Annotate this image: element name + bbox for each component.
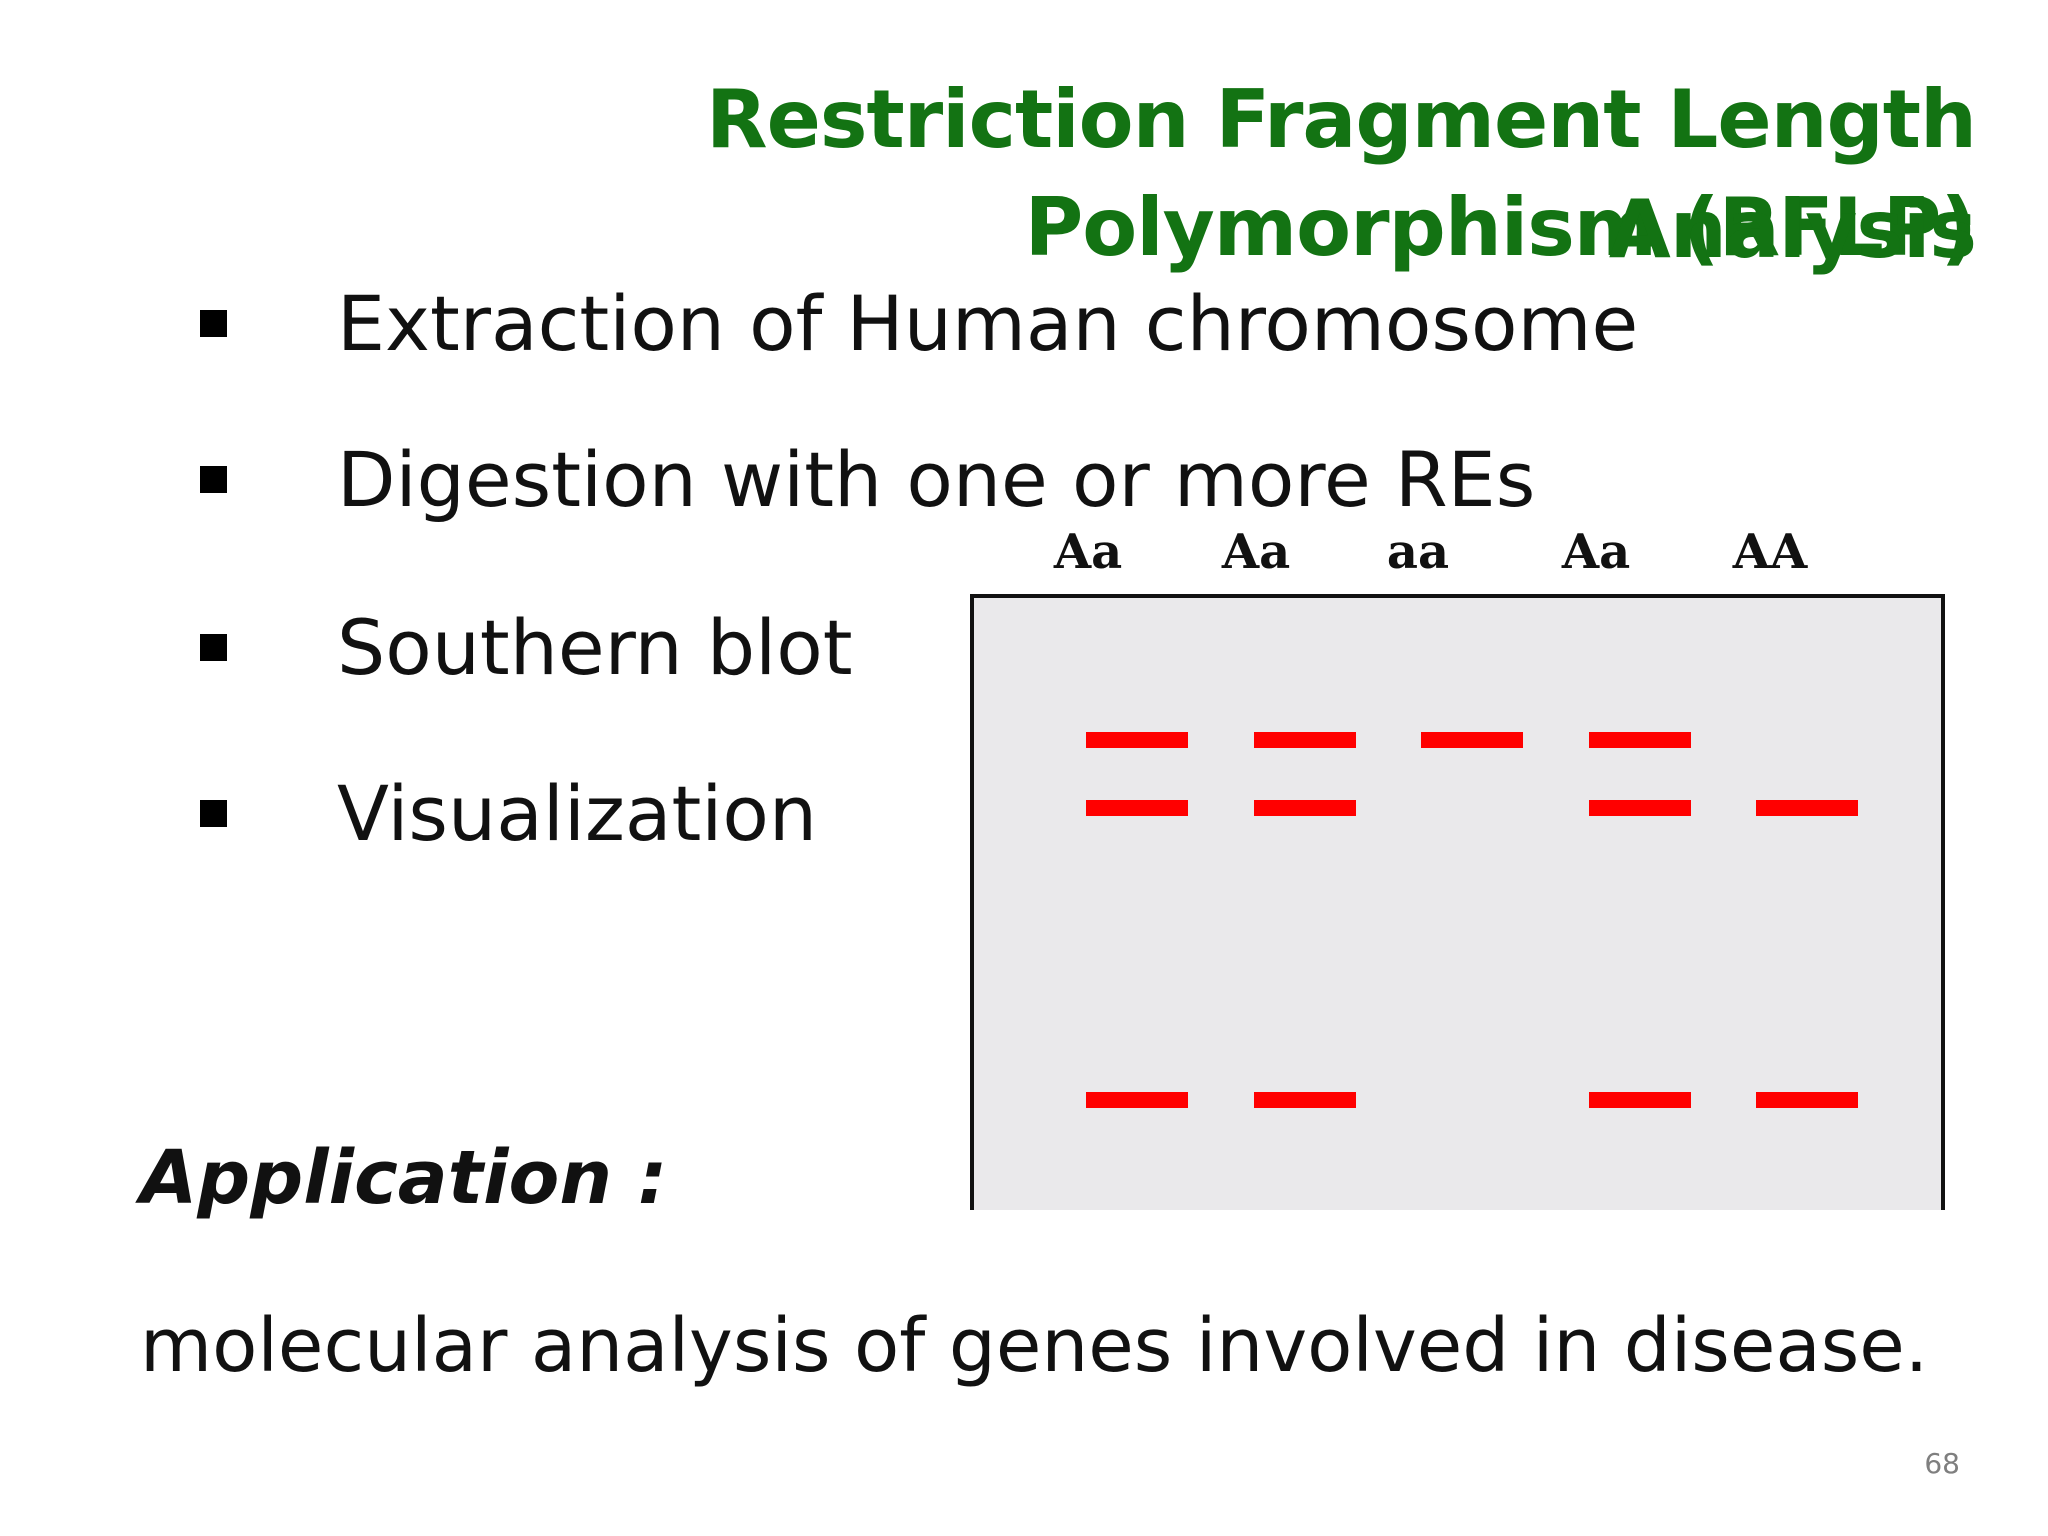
lane-label: aa <box>1386 524 1450 580</box>
bullet-item: Extraction of Human chromosome <box>0 276 1700 386</box>
slide-title-line-1: Restriction Fragment Length Polymorphism… <box>706 73 1977 274</box>
square-bullet-icon <box>200 310 227 337</box>
gel-band <box>1589 732 1691 748</box>
gel-box <box>970 594 1945 1210</box>
bullet-label: Visualization <box>337 769 818 858</box>
gel-band <box>1589 1092 1691 1108</box>
lane-label: AA <box>1732 524 1808 580</box>
application-text: molecular analysis of genes involved in … <box>140 1303 1929 1389</box>
gel-band <box>1086 732 1188 748</box>
gel-band <box>1254 732 1356 748</box>
application-heading: Application : <box>140 1135 668 1221</box>
gel-band <box>1589 800 1691 816</box>
bullet-item: Southern blot <box>0 600 1700 710</box>
lane-label: Aa <box>1053 524 1123 580</box>
bullet-label: Extraction of Human chromosome <box>337 279 1639 368</box>
gel-band <box>1254 800 1356 816</box>
slide-title-line-2: Analysis <box>1608 183 1977 276</box>
square-bullet-icon <box>200 800 227 827</box>
gel-band <box>1086 800 1188 816</box>
rflp-gel-diagram: Aa Aa aa Aa AA <box>960 520 1960 1220</box>
gel-band <box>1756 800 1858 816</box>
square-bullet-icon <box>200 466 227 493</box>
bullet-item: Digestion with one or more REs <box>0 432 1700 542</box>
square-bullet-icon <box>200 634 227 661</box>
page-number: 68 <box>1924 1447 1960 1480</box>
gel-band <box>1086 1092 1188 1108</box>
lane-label: Aa <box>1221 524 1291 580</box>
gel-band <box>1254 1092 1356 1108</box>
bullet-label: Digestion with one or more REs <box>337 435 1536 524</box>
gel-band <box>1421 732 1523 748</box>
bullet-label: Southern blot <box>337 603 853 692</box>
bullet-item: Visualization <box>0 766 1700 876</box>
gel-band <box>1756 1092 1858 1108</box>
lane-label: Aa <box>1561 524 1631 580</box>
